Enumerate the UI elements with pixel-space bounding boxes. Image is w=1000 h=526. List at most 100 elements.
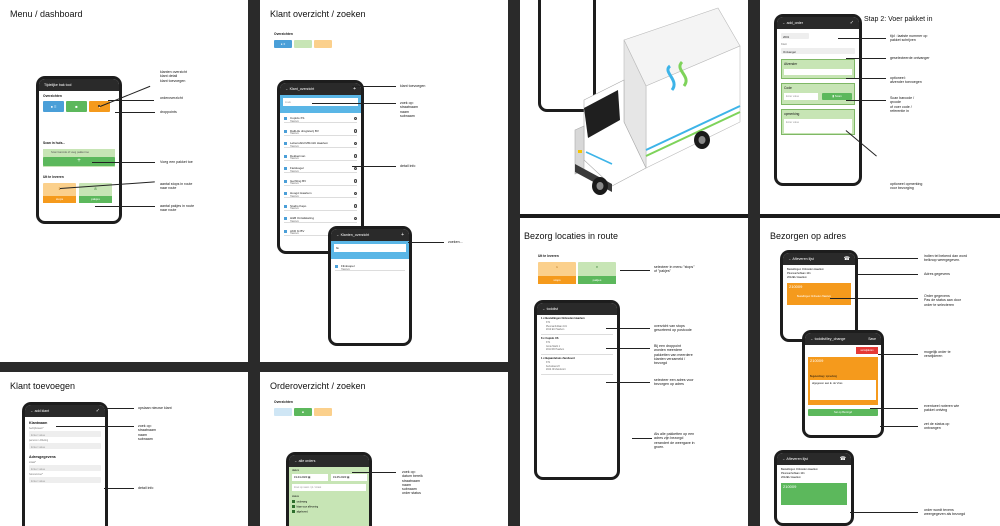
code-section: Code Enter value ▮ Scan — [781, 83, 855, 105]
stops-label: stops — [538, 276, 576, 284]
pakjes-tile[interactable]: 8 pakjes — [79, 183, 112, 203]
pakjes-tile[interactable]: 8 pakjes — [578, 262, 616, 284]
info-icon[interactable]: i — [353, 141, 357, 146]
code-input[interactable]: Enter value — [784, 93, 818, 100]
status-option[interactable]: afgeleverd — [292, 510, 352, 514]
pointer-line — [620, 270, 650, 271]
afzender-input[interactable] — [784, 69, 852, 75]
order-edit-card: 210009 Begeleidinag / opmerking afgegeve… — [808, 357, 878, 405]
date-label: datum — [292, 469, 300, 472]
info-icon[interactable]: i — [353, 166, 357, 171]
info-icon[interactable]: i — [353, 191, 357, 196]
search-input[interactable]: flo — [334, 244, 406, 252]
order-number: 210009 — [789, 284, 803, 289]
straat-input[interactable]: Enter value — [29, 465, 101, 471]
app-bar: ← todolist — [537, 303, 617, 315]
info-icon[interactable]: i — [353, 129, 357, 133]
back-arrow-icon[interactable]: ← — [542, 307, 546, 311]
scan-button[interactable]: ▮ Scan — [822, 93, 852, 100]
back-arrow-icon[interactable]: ← — [285, 87, 289, 91]
opmerking-input[interactable]: afgegeven aan E. de Vries — [810, 380, 876, 400]
pointer-line — [312, 103, 396, 104]
section-overzichten: Overzichten — [43, 94, 62, 98]
add-icon[interactable]: + — [401, 232, 404, 238]
phone-mockup-partial — [538, 0, 596, 112]
info-icon[interactable]: i — [353, 216, 357, 221]
status-option[interactable]: onderweg — [292, 500, 352, 504]
annotation-5: Als alle pakketten op een adres zijn bez… — [654, 432, 695, 449]
search-input[interactable]: Zoek op naam / pl / straat — [292, 484, 366, 491]
stops-tile[interactable]: 1 stops — [538, 262, 576, 284]
customer-name: AKD bt BV — [290, 228, 305, 233]
status-label: status — [292, 495, 299, 498]
annotation-zoek: zoek op: straatnaam naam subnaam — [400, 101, 418, 118]
back-arrow-icon[interactable]: ← — [294, 459, 298, 463]
opmerking-input[interactable]: Enter value — [784, 119, 852, 133]
back-arrow-icon[interactable]: ← — [788, 257, 792, 261]
phone-icon[interactable]: ☎ — [843, 256, 850, 262]
ontvanger-field[interactable]: Ontvanger — [781, 48, 855, 54]
board-bezorgen-adres: Bezorgen op adres ← Afleveren lijst☎ Bes… — [760, 218, 1000, 526]
check-icon[interactable]: ✓ — [849, 20, 854, 26]
pointer-line — [870, 408, 918, 409]
back-arrow-icon[interactable]: ← — [336, 233, 340, 237]
check-icon[interactable]: ✓ — [95, 408, 100, 414]
customer-icon — [284, 179, 287, 183]
add-icon[interactable]: + — [353, 86, 356, 92]
back-arrow-icon[interactable]: ← — [782, 457, 786, 461]
stops-tile[interactable]: 1 stops — [43, 183, 76, 203]
klant-tile[interactable]: ● ≡ — [43, 101, 64, 112]
order-card[interactable]: 210009 Bestellingen Onbreden Haarlem — [787, 283, 851, 305]
date-to-input[interactable]: 19-05-2023 ▦ — [331, 474, 367, 481]
customer-city: Haarlem — [290, 232, 300, 235]
order-number-field[interactable]: 2001 — [781, 33, 809, 39]
info-icon[interactable]: i — [353, 204, 357, 208]
board-orderoverzicht: Orderoverzicht / zoeken Overzichten ■ ← … — [260, 372, 508, 526]
opmerking-label: opmerking — [784, 112, 800, 116]
set-bezorgd-button[interactable]: Set op Bezorgd — [808, 409, 878, 416]
persoon-input[interactable]: Enter value — [29, 443, 101, 449]
phone-mockup: ← add_order✓ 2001 Klant Ontvanger Afzend… — [774, 14, 862, 186]
search-input[interactable]: zoek — [283, 98, 358, 106]
phone-icon[interactable]: ☎ — [839, 456, 846, 462]
bedrijfsnaam-input[interactable]: Enter value — [29, 431, 101, 437]
order-card-delivered[interactable]: 210009 — [781, 483, 847, 505]
info-icon[interactable]: i — [353, 179, 357, 183]
filter-panel: datum 19-04-2023 ▦ 19-05-2023 ▦ Zoek op … — [289, 467, 369, 526]
info-icon[interactable]: i — [353, 116, 357, 121]
date-from-input[interactable]: 19-04-2023 ▦ — [292, 474, 328, 481]
back-arrow-icon[interactable]: ← — [810, 337, 814, 341]
address-name: Bestellingen Onbreden Haarlem — [787, 268, 824, 271]
board-title: Bezorgen op adres — [770, 231, 847, 241]
back-arrow-icon[interactable]: ← — [782, 21, 786, 25]
huisnummer-input[interactable]: Enter value — [29, 477, 101, 483]
scan-panel[interactable]: Scan barcode of voeg pakket toe + — [43, 149, 115, 167]
back-arrow-icon[interactable]: ← — [30, 409, 34, 413]
phone-mockup-search: ← Klanten_overzicht+ flo Flinksopel Haar… — [328, 226, 412, 346]
status-option[interactable]: klaar voor aflevering — [292, 505, 352, 509]
add-package-button[interactable]: + — [43, 157, 115, 166]
list-item[interactable]: Flinksopel Haarlem — [335, 263, 405, 271]
date-from-value: 19-04-2023 — [294, 476, 308, 479]
save-button[interactable]: Save — [868, 337, 876, 341]
annotation-3: detail info — [138, 486, 154, 490]
customer-icon — [284, 117, 287, 120]
customer-name: H&B Ontwikkeling — [290, 216, 315, 220]
delete-button[interactable]: verwijderen — [856, 347, 878, 354]
annotation-5: optioneel opmerking voor bezorging — [890, 182, 923, 191]
info-icon[interactable]: i — [353, 154, 357, 158]
order-tile[interactable]: ■ — [66, 101, 87, 112]
annotation-1: opslaan nieuwe klant — [138, 406, 172, 410]
